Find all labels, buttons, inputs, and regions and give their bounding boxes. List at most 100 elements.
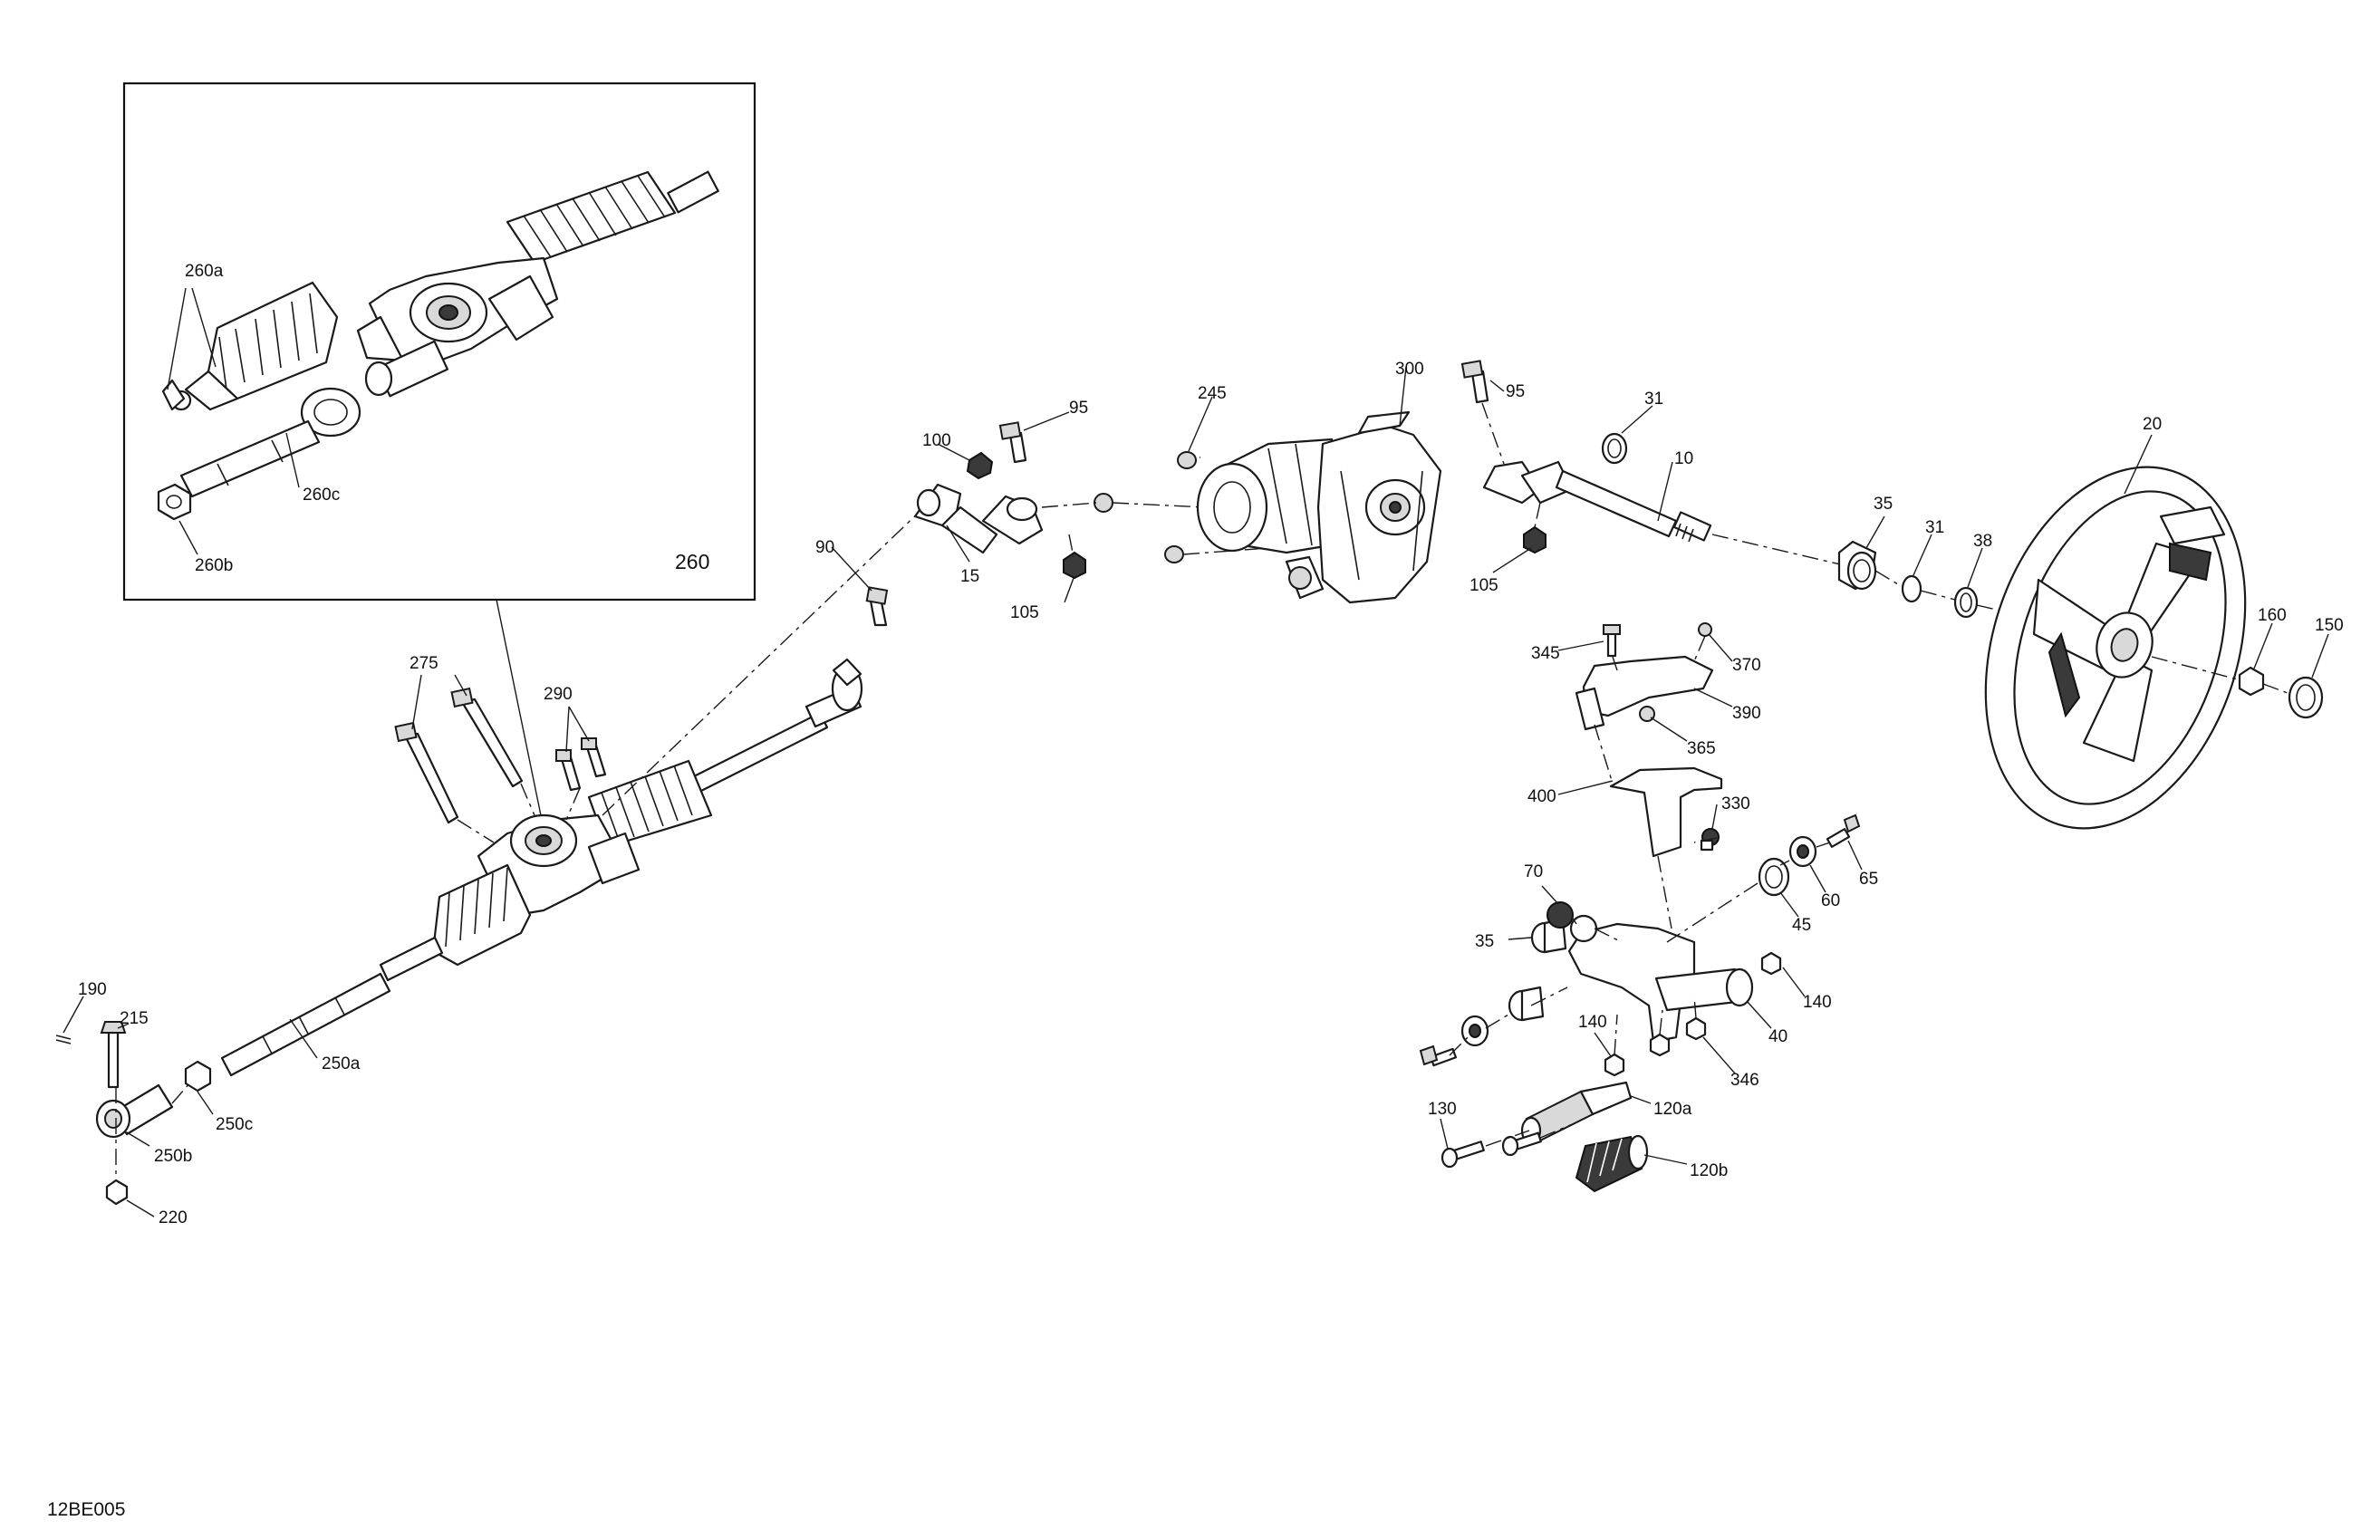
- part-160-nut: [2238, 666, 2265, 697]
- label-60: 60: [1821, 891, 1840, 910]
- label-31-lower: 31: [1925, 518, 1944, 537]
- label-215: 215: [120, 1009, 149, 1028]
- callout-labels: 260a 260b 260c 260 275 290 190 215 250a …: [47, 262, 2344, 1520]
- label-260a: 260a: [185, 262, 224, 281]
- part-346-nut-a: [1649, 1033, 1671, 1057]
- label-150: 150: [2315, 616, 2344, 635]
- label-140-left: 140: [1578, 1013, 1607, 1032]
- label-31-upper: 31: [1644, 390, 1663, 409]
- label-20: 20: [2143, 415, 2162, 434]
- inset-label: 260: [675, 550, 709, 573]
- part-290-bolts: [555, 737, 607, 792]
- part-300-power-steering-unit: [1164, 366, 1442, 604]
- label-345: 345: [1531, 644, 1560, 663]
- drawing-code: 12BE005: [47, 1499, 125, 1520]
- upper-steering-shaft-group: [1460, 360, 1849, 573]
- part-60-bushing: [1788, 835, 1817, 868]
- label-245: 245: [1198, 384, 1227, 403]
- part-35-bushing-upper: [1837, 540, 1877, 591]
- label-330: 330: [1721, 794, 1750, 813]
- label-105-left: 105: [1010, 603, 1039, 622]
- column-bushing-left: [1460, 986, 1545, 1047]
- label-95-right: 95: [1506, 382, 1525, 401]
- part-40-tube: [1725, 967, 1754, 1007]
- part-150-cap: [2288, 676, 2324, 719]
- label-260c: 260c: [303, 486, 340, 505]
- part-38-circlip: [1953, 586, 1979, 619]
- part-346-nut-b: [1685, 1016, 1707, 1041]
- label-65: 65: [1859, 870, 1878, 889]
- label-10: 10: [1674, 449, 1693, 468]
- part-330-screw: [1700, 828, 1720, 852]
- label-40: 40: [1768, 1027, 1787, 1046]
- part-260c-inner-tie-rod: [179, 387, 361, 498]
- part-65-bolt: [1826, 813, 1861, 848]
- label-250c: 250c: [216, 1115, 253, 1134]
- part-250b-tie-rod-end: [95, 1083, 174, 1139]
- part-95-bolt-left: [998, 421, 1027, 464]
- label-365: 365: [1687, 739, 1716, 758]
- part-15-shaft: [913, 483, 1044, 554]
- part-31-ring-lower: [1901, 574, 1922, 603]
- label-250b: 250b: [154, 1147, 192, 1166]
- part-220-nut: [105, 1179, 129, 1206]
- part-90-bolt: [865, 586, 889, 627]
- label-300: 300: [1395, 360, 1424, 379]
- label-90: 90: [815, 538, 834, 557]
- part-31-ring-upper: [1601, 432, 1628, 465]
- label-260b: 260b: [195, 556, 233, 575]
- column-support-group: [1419, 622, 1863, 1193]
- inset-rack-housing: [356, 256, 559, 364]
- column-bolt-lower-left: [1419, 1044, 1458, 1067]
- label-275: 275: [410, 654, 438, 673]
- part-105-nut-right: [1523, 525, 1547, 554]
- part-260b-nut: [157, 483, 192, 521]
- part-215-bolt: [100, 1021, 127, 1089]
- part-20-steering-wheel: [1984, 466, 2247, 830]
- rack-right-boot: [587, 759, 713, 849]
- label-250a: 250a: [322, 1054, 361, 1073]
- part-130-bolts: [1441, 1131, 1542, 1169]
- part-190-cotter-pin: [55, 1035, 72, 1044]
- part-250c-jam-nut: [184, 1060, 212, 1092]
- part-105-nut-left: [1063, 551, 1086, 580]
- part-120a-damper: [1520, 1081, 1633, 1145]
- rack-left-boot: [431, 863, 532, 967]
- label-390: 390: [1732, 704, 1761, 723]
- part-260a-boot: [161, 281, 339, 411]
- label-220: 220: [159, 1208, 188, 1227]
- label-370: 370: [1732, 656, 1761, 675]
- part-100-nut: [966, 451, 994, 480]
- part-120b-boot: [1575, 1134, 1649, 1193]
- label-346: 346: [1730, 1071, 1759, 1090]
- part-275-bolts: [394, 687, 524, 824]
- label-100: 100: [922, 431, 951, 450]
- intermediate-shaft-group: [602, 411, 1206, 816]
- part-45-washer: [1758, 857, 1790, 897]
- label-95-left: 95: [1069, 399, 1088, 418]
- inset-frame: [122, 82, 756, 821]
- part-140-nut-right: [1760, 951, 1782, 976]
- part-70-bushing: [1547, 901, 1598, 943]
- label-120b: 120b: [1690, 1161, 1728, 1180]
- label-290: 290: [544, 685, 573, 704]
- label-400: 400: [1527, 787, 1556, 806]
- steering-rack-assembly: [55, 658, 863, 1218]
- label-120a: 120a: [1653, 1100, 1692, 1119]
- label-45: 45: [1792, 916, 1811, 935]
- part-10-steering-shaft: [1482, 460, 1712, 543]
- part-95-bolt-right: [1460, 360, 1489, 404]
- part-250a-tie-rod: [220, 972, 391, 1077]
- label-35-lower: 35: [1475, 932, 1494, 951]
- label-130: 130: [1428, 1100, 1457, 1119]
- label-15: 15: [960, 567, 979, 586]
- label-38: 38: [1973, 532, 1992, 551]
- part-370-screw: [1698, 622, 1712, 637]
- part-345-screw: [1603, 624, 1621, 658]
- label-35-upper: 35: [1874, 495, 1893, 514]
- label-70: 70: [1524, 862, 1543, 881]
- label-105-right: 105: [1469, 576, 1498, 595]
- steering-wheel-group: [1837, 434, 2329, 830]
- part-400-plate: [1609, 766, 1723, 858]
